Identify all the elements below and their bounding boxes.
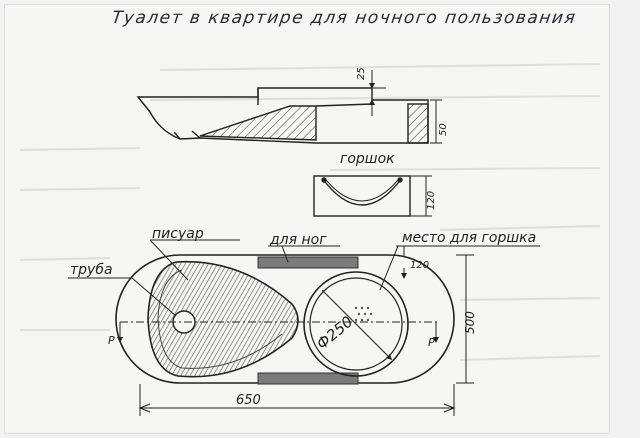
dimension-500-label: 500	[463, 311, 477, 334]
dimension-650-label: 650	[236, 393, 261, 408]
plan-view-outline	[115, 254, 455, 384]
pot-place-leader	[379, 245, 399, 291]
paper-sheet	[4, 4, 610, 434]
pipe-label: труба	[70, 262, 113, 278]
feet-leader	[281, 245, 289, 263]
pot-place-outer	[303, 271, 409, 377]
drain-dots	[354, 306, 373, 322]
dimension-120-pot-label: 120	[426, 191, 437, 210]
pot-place-label: место для горшка	[402, 230, 536, 246]
pipe-leader	[131, 277, 177, 317]
dimension-50-label: 50	[438, 123, 449, 136]
dimension-25-label: 25	[356, 67, 367, 80]
diameter-label: Ф250	[313, 313, 356, 353]
dimension-120-pot	[410, 175, 432, 217]
section-label-left: Р	[108, 334, 115, 347]
dimension-650	[138, 384, 456, 416]
pot-label: горшок	[340, 151, 395, 167]
urinal-bowl	[147, 260, 299, 378]
dimension-500	[456, 254, 474, 384]
urinal-leader	[149, 239, 189, 281]
urinal-label: писуар	[152, 226, 204, 242]
dimension-25	[366, 70, 386, 116]
dimension-120-plan-label: 120	[410, 260, 429, 271]
pot-place-inner	[309, 277, 403, 371]
diameter-line	[321, 289, 393, 361]
foot-pad-bottom	[257, 372, 359, 385]
dimension-50	[430, 99, 442, 144]
section-label-right: Р	[428, 336, 435, 349]
urinal-inner-rim	[157, 269, 283, 369]
feet-label: для ног	[269, 232, 327, 248]
side-section-view	[136, 87, 429, 144]
foot-pad-top	[257, 256, 359, 269]
pot-section-view	[313, 175, 411, 217]
